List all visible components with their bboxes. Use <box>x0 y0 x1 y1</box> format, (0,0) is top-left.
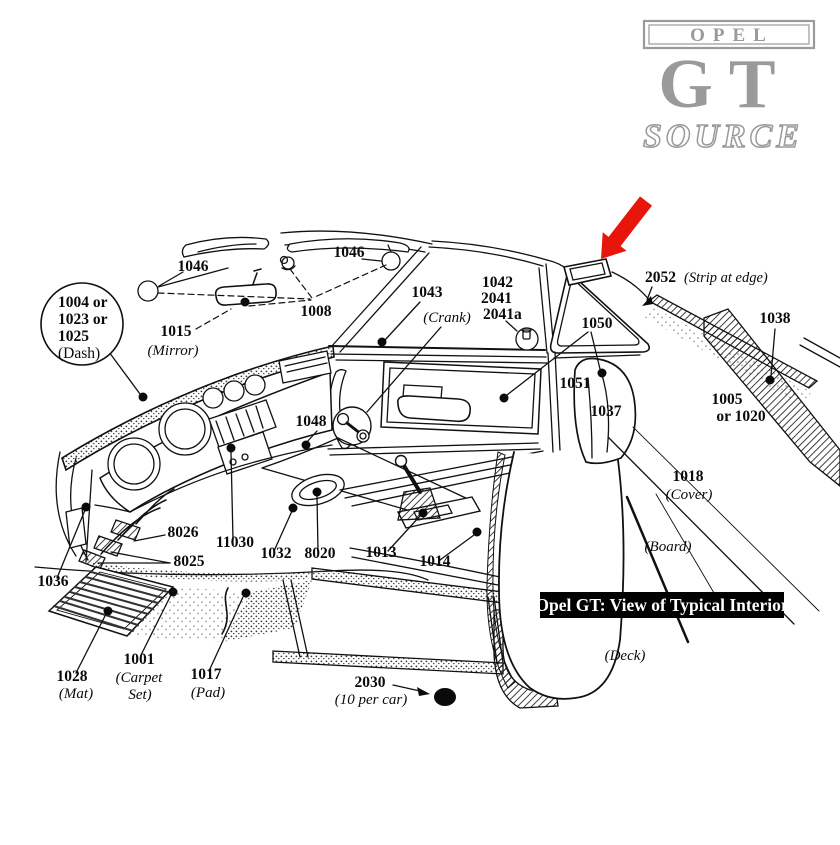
part-label-1013: 1013 <box>366 544 397 561</box>
banner-text: Opel GT: View of Typical Interior <box>535 595 788 615</box>
part-label-8020: 8020 <box>305 545 336 562</box>
part-label-1004-1023-1025-dash: 1025 <box>58 328 89 345</box>
part-label-1043-crank: (Crank) <box>423 310 471 326</box>
part-label-1008: 1008 <box>301 303 332 320</box>
opel-badge-text: OPEL <box>690 25 774 46</box>
seat <box>486 357 637 700</box>
part-label-2030-rivet: 2030 <box>355 674 386 691</box>
part-label-1046-visor-right: 1046 <box>334 244 365 261</box>
part-label-1042-2041-2041a: 2041 <box>481 290 512 307</box>
part-label-1005-1020: 1005 <box>712 391 743 408</box>
rearview-mirror <box>214 268 277 306</box>
part-label-1001-carpet-set: (Carpet <box>116 670 163 686</box>
leader-lines <box>56 258 776 692</box>
red-highlight-arrow <box>601 196 652 259</box>
interior-line-art <box>34 230 840 709</box>
body-pillars-quarter-window <box>330 240 651 453</box>
part-label-1005-1020: or 1020 <box>716 408 765 425</box>
opel-badge-inner-box <box>648 24 810 45</box>
part-label-1018-cover: (Cover) <box>666 487 713 503</box>
part-label-2052-strip: (Strip at edge) <box>684 270 768 286</box>
part-label-1042-2041-2041a: 2041a <box>483 306 522 323</box>
part-label-1042-2041-2041a: 1042 <box>482 274 513 291</box>
part-label-1018-cover: 1018 <box>673 468 704 485</box>
part-label-8025: 8025 <box>174 553 205 570</box>
part-label-1046-visor-left: 1046 <box>178 258 209 275</box>
part-label-1051: 1051 <box>560 375 591 392</box>
diagram-title-banner-bg <box>540 592 784 618</box>
part-label-1032: 1032 <box>261 545 292 562</box>
floor-mats-carpet <box>34 562 429 642</box>
part-label-board: (Board) <box>645 539 692 555</box>
callout-bubble-1004-1023-1025-dash <box>40 282 124 366</box>
part-label-1004-1023-1025-dash: (Dash) <box>58 345 100 362</box>
center-console-shifter <box>261 437 549 529</box>
dashboard <box>61 345 335 513</box>
dashed-reference-lines <box>157 264 387 330</box>
source-logo-text: SOURCE <box>643 118 803 155</box>
part-label-11030: 11030 <box>216 534 254 551</box>
part-label-deck: (Deck) <box>605 648 646 664</box>
gt-logo-text: GT <box>658 46 791 123</box>
part-label-1048: 1048 <box>296 413 327 430</box>
door-panel <box>327 327 548 456</box>
part-label-1028-mat: 1028 <box>57 668 88 685</box>
callout-dots <box>81 296 775 706</box>
part-label-1036: 1036 <box>38 573 69 590</box>
part-label-1017-pad: 1017 <box>191 666 222 683</box>
part-label-1015-mirror: (Mirror) <box>147 343 198 359</box>
part-label-1004-1023-1025-dash: 1023 or <box>58 311 108 328</box>
part-label-2052-strip: 2052 <box>645 269 676 286</box>
part-label-1015-mirror: 1015 <box>161 323 192 340</box>
part-label-1001-carpet-set: Set) <box>128 687 151 703</box>
part-label-1038: 1038 <box>760 310 791 327</box>
part-label-2030-rivet: (10 per car) <box>335 692 407 708</box>
part-label-8026: 8026 <box>168 524 199 541</box>
diagram-title-banner: Opel GT: View of Typical Interior <box>535 592 789 618</box>
brand-logo: OPEL GT SOURCE <box>642 19 816 156</box>
part-label-1004-1023-1025-dash: 1004 or <box>58 294 108 311</box>
part-label-1037: 1037 <box>591 403 622 420</box>
part-label-1001-carpet-set: 1001 <box>124 651 155 668</box>
part-label-1014: 1014 <box>420 553 451 570</box>
part-label-1017-pad: (Pad) <box>191 685 225 701</box>
part-label-1050: 1050 <box>582 315 613 332</box>
part-label-1043-crank: 1043 <box>412 284 443 301</box>
part-label-1028-mat: (Mat) <box>59 686 93 702</box>
rivet-dot <box>434 688 456 706</box>
windshield-header-and-visors <box>137 230 433 302</box>
